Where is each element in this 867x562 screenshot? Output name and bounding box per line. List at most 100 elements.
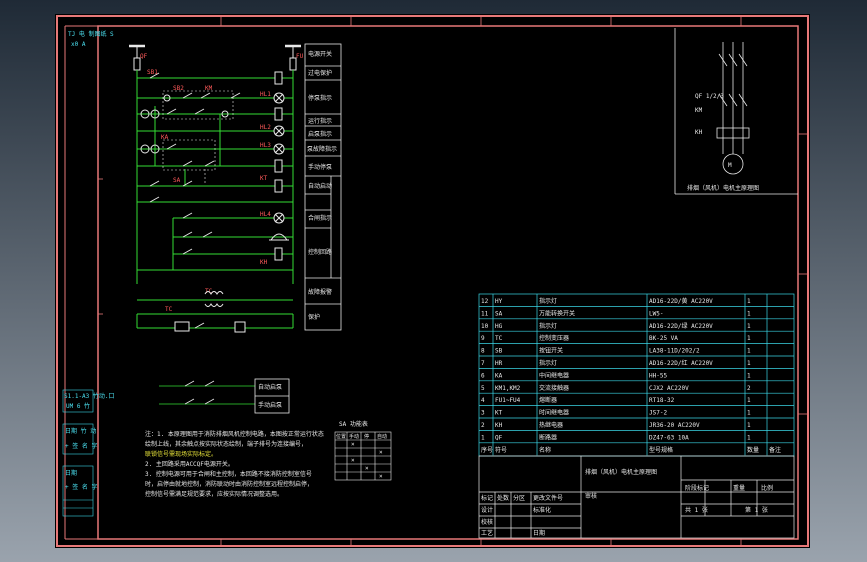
bom-cell: BK-25 VA (649, 335, 678, 342)
left-box4: + 签 名 字 (65, 442, 97, 450)
note-line-1: 绘制上线，其余触点按实际状态绘制，端子排号为连接编号， (145, 440, 307, 448)
tb-change: 更改文件号 (533, 494, 563, 502)
svg-text:KH: KH (695, 129, 703, 136)
sa-h1: 手动 (349, 433, 359, 440)
label-fault-indicator: 泵故障指示 (307, 145, 337, 153)
label-hl1: HL1 (260, 91, 271, 98)
motor-main-circuit: M QF 1/2/3 KM KH 排烟（风机）电机主原理图 (674, 28, 798, 195)
sa-table-title: SA 功能表 (339, 420, 368, 428)
tb-mark: 标记 (481, 494, 493, 502)
bom-cell: 断路器 (539, 433, 557, 441)
motor-caption: 排烟（风机）电机主原理图 (687, 184, 759, 192)
tb-std: 标准化 (533, 506, 551, 514)
bom-cell: AD16-22D/红 AC220V (649, 359, 713, 367)
control-circuit: QF FU SB1 SB2 KM KA HL1 HL2 HL3 HL4 TC S… (129, 43, 342, 414)
inner-frame (97, 25, 799, 540)
label-overload: 过电保护 (308, 69, 332, 77)
label-fu: FU (296, 53, 304, 60)
bom-cell: HG (495, 323, 503, 330)
tb-review: 审核 (585, 492, 597, 500)
tb-stage: 阶段标记 (685, 484, 709, 492)
bom-cell: 热继电器 (539, 421, 563, 429)
svg-text:×: × (351, 457, 355, 464)
tb-title: 排烟（风机）电机主原理图 (585, 468, 657, 476)
bom-cell: JS7-2 (649, 410, 667, 417)
bom-cell: CJX2 AC220V (649, 385, 689, 392)
tb-sheet: 共 1 张 (685, 506, 708, 514)
bom-cell: 12 (481, 298, 489, 305)
svg-text:×: × (379, 473, 383, 480)
bom-cell: 万能转换开关 (539, 309, 575, 317)
sa-h3: 自动 (377, 433, 387, 440)
tb-scale: 比例 (761, 484, 773, 492)
sa-h0: 位置 (336, 433, 346, 440)
bom-cell: 1 (747, 323, 751, 330)
bom-header: 名称 (539, 446, 551, 454)
bom-cell: 8 (481, 348, 485, 355)
label-auto-start: 自动启动 (308, 182, 332, 190)
bom-cell: 4 (481, 397, 485, 404)
left-box1: S1.1-A3 竹动.口 (64, 392, 115, 400)
bom-cell: 指示灯 (539, 297, 557, 305)
bom-cell: HH-55 (649, 372, 667, 379)
svg-text:QF 1/2/3: QF 1/2/3 (695, 93, 724, 100)
tb-design: 设计 (481, 506, 493, 514)
label-control-loop: 控制回路 (308, 248, 332, 256)
bom-cell: RT18-32 (649, 397, 675, 404)
header-sub: x0 A (71, 41, 86, 48)
bom-cell: QF (495, 434, 503, 441)
left-box2: UM 6 竹 (66, 402, 90, 410)
note-line-2: 联锁信号需现场实际标定。 (145, 450, 217, 458)
bom-cell: FU1~FU4 (495, 397, 521, 404)
bom-cell: KA (495, 372, 503, 379)
bom-cell: LW5- (649, 310, 663, 317)
left-box5: 日期 (65, 469, 77, 477)
bom-cell: 按钮开关 (539, 347, 563, 355)
bom-cell: SB (495, 348, 503, 355)
label-hl4: HL4 (260, 211, 271, 218)
label-protect: 保护 (308, 313, 320, 321)
bom-cell: 2 (747, 385, 751, 392)
bom-cell: 11 (481, 310, 489, 317)
bom-cell: 1 (481, 434, 485, 441)
bom-cell: KH (495, 422, 503, 429)
tb-page: 第 1 张 (745, 506, 768, 514)
bom-cell: 1 (747, 372, 751, 379)
bom-cell: HR (495, 360, 503, 367)
label-manual-pump: 手动启泵 (258, 401, 282, 409)
bom-cell: 熔断器 (539, 396, 557, 404)
bom-cell: 5 (481, 385, 485, 392)
drawing-svg: TJ 电 制图纸 S x0 A S1.1-A3 竹动.口 UM 6 竹 日期 竹… (56, 15, 809, 547)
svg-text:×: × (365, 465, 369, 472)
note-line-3: 2. 主回路采用ACCQF电源开关。 (145, 460, 234, 468)
bom-cell: DZ47-63 10A (649, 434, 689, 441)
bom-cell: 1 (747, 397, 751, 404)
bom-header: 备注 (769, 446, 781, 454)
left-box6: + 签 名 字 (65, 483, 97, 491)
tb-zone: 分区 (513, 494, 525, 502)
label-sb2: SB2 (173, 85, 184, 92)
tb-weight: 重量 (733, 484, 745, 492)
svg-text:TC: TC (165, 306, 173, 313)
bom-cell: 1 (747, 310, 751, 317)
svg-text:×: × (351, 441, 355, 448)
bom-cell: 交流接触器 (539, 384, 569, 392)
bom-cell: 7 (481, 360, 485, 367)
label-power-switch: 电源开关 (308, 50, 332, 58)
bom-cell: HY (495, 298, 503, 305)
sa-function-table: SA 功能表 位置 手动 停 自动 ××××× (334, 420, 392, 481)
bom-cell: 6 (481, 372, 485, 379)
bom-header: 符号 (495, 446, 507, 454)
label-run-indicator: 运行指示 (308, 117, 332, 125)
label-manual-stop: 手动停泵 (308, 163, 332, 171)
bom-cell: 10 (481, 323, 489, 330)
bom-cell: 1 (747, 335, 751, 342)
bom-header: 数量 (747, 446, 759, 454)
svg-text:×: × (379, 449, 383, 456)
drawing-sheet: TJ 电 制图纸 S x0 A S1.1-A3 竹动.口 UM 6 竹 日期 竹… (55, 14, 810, 548)
label-kh: KH (260, 259, 268, 266)
title-block: 排烟（风机）电机主原理图 标记 处数 分区 更改文件号 设计 标准化 校核 工艺… (478, 455, 795, 539)
bom-cell: 1 (747, 422, 751, 429)
